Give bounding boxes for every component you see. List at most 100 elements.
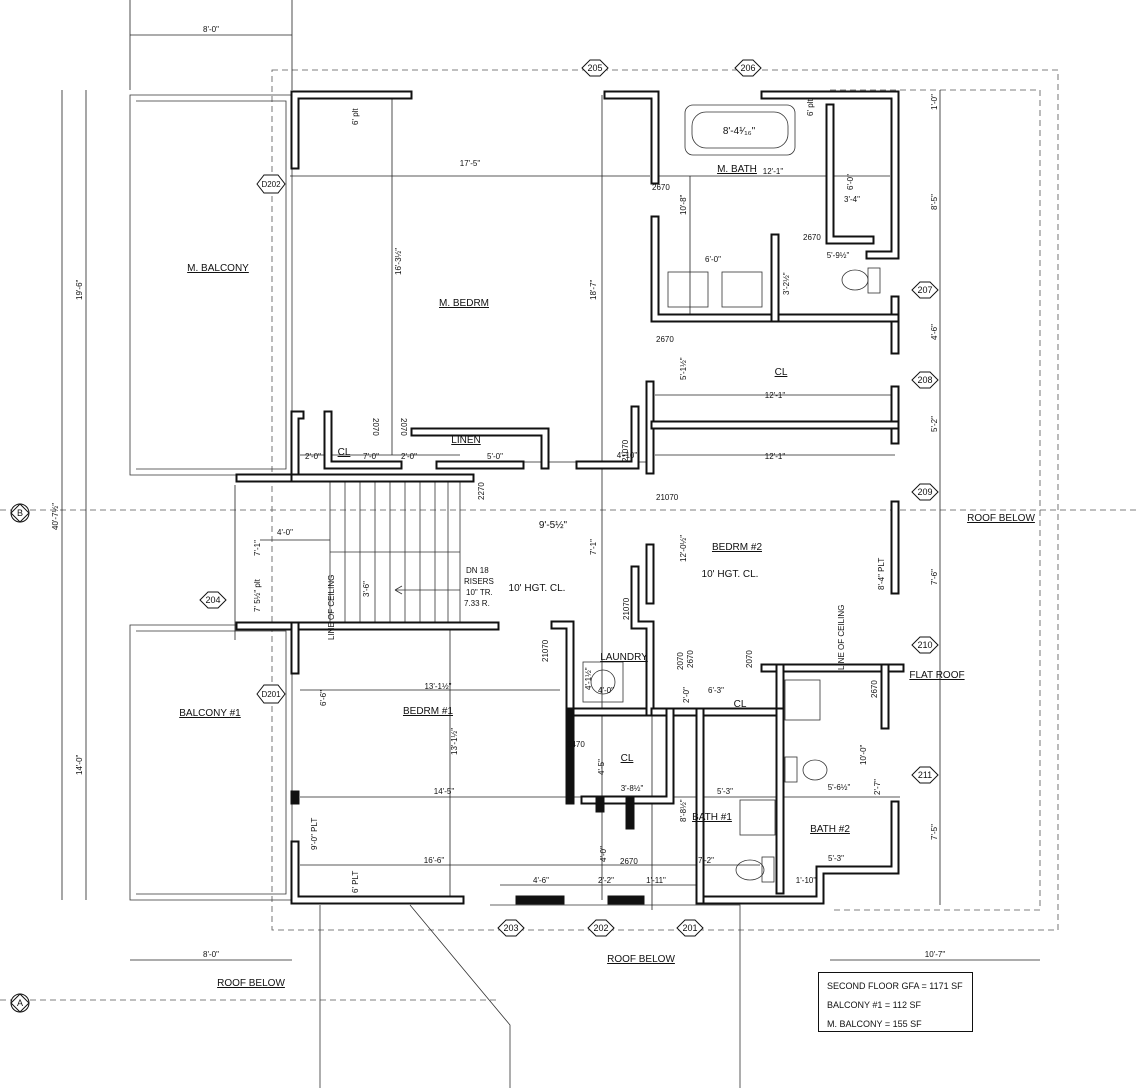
label-dims-bath1-5-3: 5'-3": [717, 787, 733, 796]
label-dims-bath1-8-8: 8'-8½": [679, 799, 688, 822]
stair: [329, 477, 461, 627]
label-dims-right-7-6: 7'-6": [930, 569, 939, 585]
label-dims-bath1-4-0: 4'-0": [599, 846, 608, 862]
label-dims-plt-9-0: 9'-0" PLT: [310, 818, 319, 850]
label-dims-bot-8-0: 8'-0": [203, 950, 219, 959]
label-grid-a: A: [17, 998, 23, 1008]
room-m-bedrm: M. BEDRM: [439, 298, 489, 309]
label-dims-cl-4-5: 4'-5": [597, 759, 606, 775]
door-tag-d202: D202: [256, 174, 286, 194]
label-tags-t207: 207: [917, 285, 932, 295]
label-dims-cl-5-1: 5'-1½": [679, 357, 688, 380]
label-roof-below-right: ROOF BELOW: [967, 513, 1035, 524]
door-labels: 2670 2670 2670 2670 2670 2670 2070 2070 …: [371, 183, 879, 866]
label-doors-d21070-c: 21070: [622, 597, 631, 620]
label-dims-right-8-5: 8'-5": [930, 194, 939, 210]
label-dims-bed1-13-1: 13'-1½": [424, 682, 451, 691]
legend-m-balcony-area: M. BALCONY = 155 SF: [827, 1019, 922, 1029]
label-flat-roof: FLAT ROOF: [909, 670, 964, 681]
label-dims-wc-5-9: 5'-9½": [827, 251, 850, 260]
room-bedrm2: BEDRM #2: [712, 542, 762, 553]
label-dims-hall-4-10: 4'-10": [617, 451, 638, 460]
label-doors-d2070-d: 2070: [745, 650, 754, 668]
room-laundry: LAUNDRY: [600, 652, 648, 663]
label-dims-stair-4-0: 4'-0": [277, 528, 293, 537]
label-dims-h-18-7: 18'-7": [589, 279, 598, 300]
label-dims-left-14-0: 14'-0": [75, 754, 84, 775]
label-doors-d2670-a: 2670: [652, 183, 670, 192]
label-dims-plt-6-a: 6' plt: [351, 108, 360, 125]
label-doors-d2070-b: 2070: [399, 418, 408, 436]
label-dims-stair-7-1: 7'-1": [253, 540, 262, 556]
label-dims-cl-6-3: 6'-3": [708, 686, 724, 695]
label-dims-mbath-10-8: 10'-8": [679, 194, 688, 215]
label-tags-t205: 205: [587, 63, 602, 73]
label-dims-plt-6-b: 6' plt: [806, 99, 815, 116]
label-dims-bot-1-11: 1'-11": [646, 876, 666, 885]
label-tags-t211: 211: [918, 770, 932, 780]
tag-211: 211: [911, 766, 939, 784]
grid-markers: B A: [10, 503, 30, 1013]
label-dims-cl-2-0-b: 2'-0": [401, 452, 417, 461]
legend-balcony1-area: BALCONY #1 = 112 SF: [827, 1000, 921, 1010]
tag-207: 207: [911, 281, 939, 299]
label-dims-vanity-6-0: 6'-0": [705, 255, 721, 264]
notes: 10' HGT. CL. 10' HGT. CL. LINE OF CEILIN…: [327, 566, 846, 670]
label-doors-d21070-d: 21070: [541, 639, 550, 662]
label-dims-bot-10-7: 10'-7": [925, 950, 946, 959]
note-hgt-cl-left: 10' HGT. CL.: [509, 583, 566, 594]
label-dims-bath2-2-7: 2'-7": [873, 779, 882, 795]
label-doors-d2670-d: 2670: [620, 857, 638, 866]
balcony-outlines: [129, 94, 293, 901]
label-tags-t208: 208: [917, 375, 932, 385]
label-dims-cl-12-1: 12'-1": [765, 391, 786, 400]
label-dims-cl-7-0: 7'-0": [363, 452, 379, 461]
label-doors-d2270: 2270: [477, 482, 486, 500]
window-tags: 205 206 207 208 209 210 211 204: [199, 59, 939, 937]
roof-outline: [0, 69, 1139, 1088]
label-dims-mbath-12-1: 12'-1": [763, 167, 784, 176]
label-dims-cl-3-8: 3'-8½": [621, 784, 644, 793]
label-roof-below-left: ROOF BELOW: [217, 978, 285, 989]
room-cl-top: CL: [775, 367, 788, 378]
label-dims-bath1-7-2: 7'-2": [698, 856, 714, 865]
label-tags-t201: 201: [682, 923, 697, 933]
label-doors-d2670-c: 2670: [656, 335, 674, 344]
label-dims-bath2-1-10: 1'-10": [796, 876, 817, 885]
label-dims-right-1-0: 1'-0": [930, 94, 939, 110]
label-dims-bot-2-2: 2'-2": [598, 876, 614, 885]
walls: [235, 90, 905, 905]
label-dims-plt-7-5: 7' 5½" plt: [253, 578, 262, 612]
label-doors-d21070-b: 21070: [656, 493, 679, 502]
label-doors-d2670-e: 2670: [870, 680, 879, 698]
legend-second-floor-gfa: SECOND FLOOR GFA = 1171 SF: [827, 981, 963, 991]
label-doors-d2070-c: 2070: [676, 652, 685, 670]
label-dims-stair-3-6: 3'-6": [362, 581, 371, 597]
label-dims-top-8-0: 8'-0": [203, 25, 219, 34]
label-dims-hall-7-1: 7'-1": [589, 539, 598, 555]
label-doors-d2070-a: 2070: [371, 418, 380, 436]
room-linen: LINEN: [451, 435, 480, 446]
label-roof-below-bottom: ROOF BELOW: [607, 954, 675, 965]
room-bedrm1: BEDRM #1: [403, 706, 453, 717]
dimension-labels: 8'-0" 8'-0" 19'-6" 40'-7½" 14'-0" 17'-5"…: [51, 25, 945, 959]
label-dims-plt-8-4: 8'-4" PLT: [877, 558, 886, 590]
label-dims-bath2-10-0: 10'-0": [859, 744, 868, 765]
tag-201: 201: [676, 919, 704, 937]
label-dims-bot-4-6: 4'-6": [533, 876, 549, 885]
label-dims-v-3-2: 3'-2½": [782, 272, 791, 295]
label-doors-d2670-b: 2670: [803, 233, 821, 242]
label-dims-bed2-12-0: 12'-0½": [679, 535, 688, 562]
label-tags-t210: 210: [917, 640, 932, 650]
room-m-balcony: M. BALCONY: [187, 263, 249, 274]
label-dims-right-4-6: 4'-6": [930, 324, 939, 340]
label-dims-plt-6-c: 6' PLT: [351, 871, 360, 893]
label-tags-t202: 202: [593, 923, 608, 933]
label-dims-right-7-5: 7'-5": [930, 824, 939, 840]
grid-marker-a: A: [10, 993, 30, 1013]
label-dims-bed1-14-5: 14'-5": [434, 787, 455, 796]
tag-208: 208: [911, 371, 939, 389]
room-bath2: BATH #2: [810, 824, 850, 835]
room-balcony1: BALCONY #1: [179, 708, 241, 719]
